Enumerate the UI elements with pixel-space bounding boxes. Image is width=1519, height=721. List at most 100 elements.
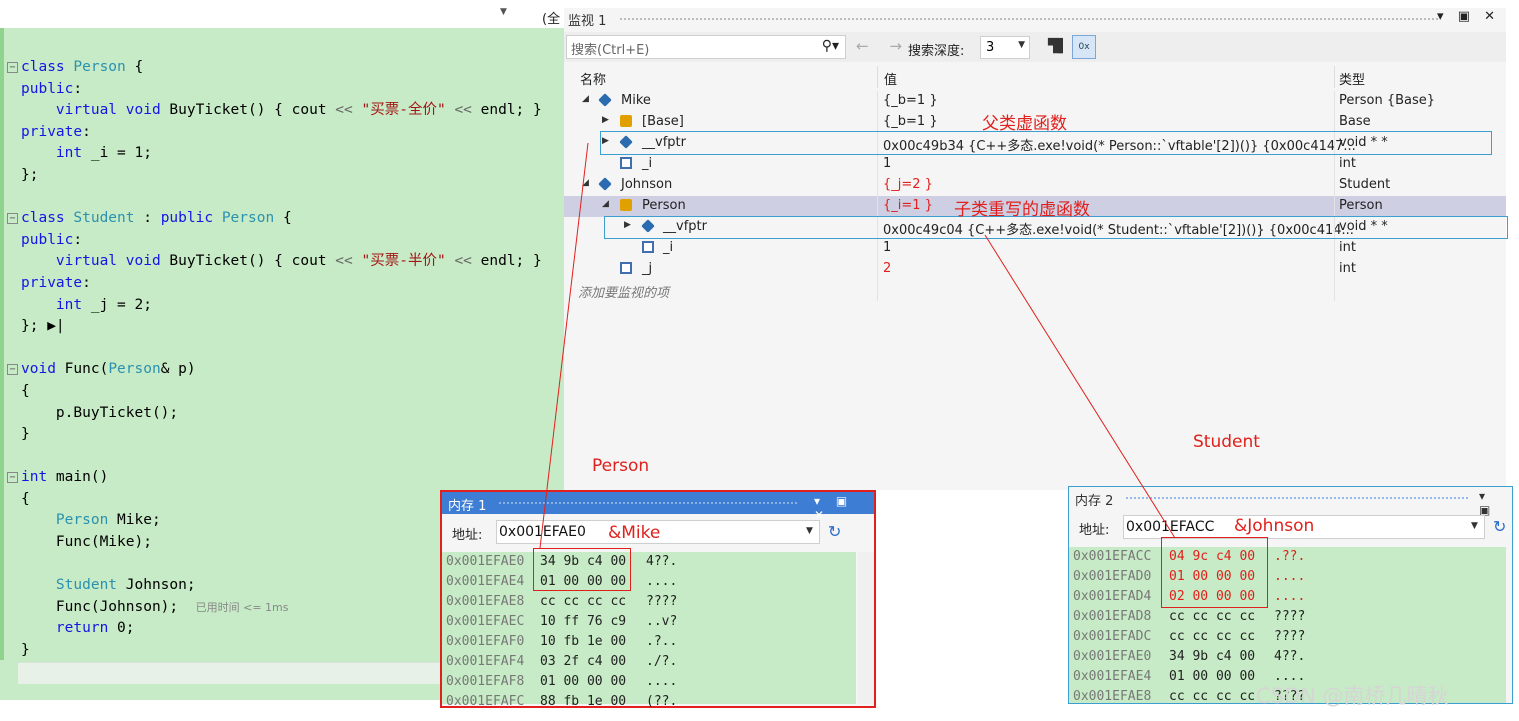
code-line[interactable]: Func(Mike);: [21, 534, 152, 551]
fold-toggle-icon[interactable]: −: [7, 62, 18, 73]
refresh-icon[interactable]: ↻: [1493, 517, 1507, 536]
refresh-icon[interactable]: ↻: [828, 522, 842, 541]
code-line[interactable]: −class Student : public Person {: [0, 208, 564, 230]
code-line[interactable]: private:: [21, 123, 91, 140]
column-type[interactable]: 类型: [1339, 73, 1366, 88]
pin-icon[interactable]: ▜▌: [1048, 39, 1068, 54]
window-buttons[interactable]: ▾ ▣ ✕: [814, 494, 854, 522]
watch-row-selected[interactable]: ◢ Person {_i=1 } Person: [564, 196, 1506, 217]
code-line[interactable]: [0, 187, 564, 209]
code-line[interactable]: return 0;: [55, 620, 135, 637]
memory-bytes[interactable]: cc cc cc cc: [1169, 689, 1256, 704]
code-line[interactable]: };: [21, 166, 39, 183]
watch-row[interactable]: ◢ Johnson {_j=2 } Student: [564, 175, 1506, 196]
code-line[interactable]: }: [21, 426, 30, 443]
watch-row-value[interactable]: {_j=2 }: [883, 177, 933, 192]
code-line[interactable]: public:: [21, 80, 83, 97]
memory-1-vertical-scrollbar[interactable]: [858, 552, 874, 704]
memory-bytes[interactable]: 03 2f c4 00: [540, 654, 627, 669]
memory-bytes[interactable]: 34 9b c4 00: [1169, 649, 1256, 664]
code-line[interactable]: virtual void BuyTicket() { cout << "买票-全…: [55, 102, 542, 119]
code-line[interactable]: }: [21, 642, 30, 659]
fold-toggle-icon[interactable]: −: [7, 364, 18, 376]
code-line[interactable]: −int main(): [0, 467, 564, 489]
memory-bytes[interactable]: cc cc cc cc: [1169, 629, 1256, 644]
code-line[interactable]: virtual void BuyTicket() { cout << "买票-半…: [55, 253, 542, 270]
watch-row-value[interactable]: 1: [883, 240, 892, 255]
chevron-down-icon[interactable]: ▼: [806, 526, 813, 536]
code-line[interactable]: Student Johnson;: [55, 577, 196, 594]
watch-row-value[interactable]: {_b=1 }: [883, 93, 938, 108]
column-value[interactable]: 值: [884, 73, 898, 88]
memory-bytes[interactable]: cc cc cc cc: [1169, 609, 1256, 624]
watch-title-bar[interactable]: 监视 1 ▾ ▣ ✕: [564, 8, 1506, 30]
watch-row[interactable]: _i 1 int: [564, 154, 1506, 175]
watch-row-value[interactable]: 0x00c49c04 {C++多态.exe!void(* Student::`v…: [883, 223, 1354, 238]
memory-bytes[interactable]: 01 00 00 00: [540, 574, 627, 589]
window-buttons[interactable]: ▾ ▣ ✕: [1437, 9, 1500, 24]
memory-bytes[interactable]: 10 ff 76 c9: [540, 614, 627, 629]
memory-1-title-bar[interactable]: 内存 1 ▾ ▣ ✕: [442, 492, 874, 522]
memory-bytes[interactable]: 01 00 00 00: [540, 674, 627, 689]
add-watch-row[interactable]: 添加要监视的项: [564, 280, 1506, 301]
memory-bytes[interactable]: 04 9c c4 00: [1169, 549, 1256, 564]
code-editor[interactable]: ▼ −class Person {public: virtual void Bu…: [0, 0, 564, 700]
expand-arrow-icon[interactable]: ▶: [624, 220, 631, 230]
memory-bytes[interactable]: 01 00 00 00: [1169, 569, 1256, 584]
expand-arrow-icon[interactable]: ▶: [602, 115, 609, 125]
watch-row[interactable]: ◢ Mike {_b=1 } Person {Base}: [564, 91, 1506, 112]
search-icon[interactable]: ⚲▾: [821, 38, 839, 54]
search-depth-select[interactable]: 3 ▼: [980, 36, 1030, 59]
collapse-arrow-icon[interactable]: ◢: [602, 199, 609, 209]
watch-row-value[interactable]: 2: [883, 261, 892, 276]
editor-scope-label[interactable]: (全: [542, 12, 561, 27]
watch-row-value[interactable]: 1: [883, 156, 892, 171]
memory-bytes[interactable]: 10 fb 1e 00: [540, 634, 627, 649]
fold-toggle-icon[interactable]: −: [7, 472, 18, 484]
hex-display-icon[interactable]: 0x: [1072, 35, 1096, 59]
column-name[interactable]: 名称: [580, 73, 607, 88]
watch-row-value[interactable]: {_b=1 }: [883, 114, 938, 129]
watch-row[interactable]: ▶ __vfptr 0x00c49c04 {C++多态.exe!void(* S…: [564, 217, 1506, 238]
code-line[interactable]: Person Mike;: [55, 512, 161, 529]
watch-row[interactable]: ▶ __vfptr 0x00c49b34 {C++多态.exe!void(* P…: [564, 133, 1506, 154]
code-line[interactable]: −class Person {: [0, 57, 564, 79]
code-line[interactable]: int _j = 2;: [55, 296, 152, 313]
expand-arrow-icon[interactable]: ▶: [602, 136, 609, 146]
chevron-down-icon[interactable]: ▼: [500, 7, 507, 17]
drag-grip[interactable]: [1125, 496, 1469, 501]
drag-grip[interactable]: [498, 501, 798, 506]
fold-toggle-icon[interactable]: −: [7, 213, 18, 225]
collapse-arrow-icon[interactable]: ◢: [582, 94, 589, 104]
add-watch-hint[interactable]: 添加要监视的项: [578, 286, 670, 301]
code-line[interactable]: [0, 446, 564, 468]
editor-horizontal-scrollbar[interactable]: [18, 662, 564, 684]
memory-2-title-bar[interactable]: 内存 2 ▾ ▣: [1069, 487, 1512, 517]
memory-bytes[interactable]: 88 fb 1e 00: [540, 694, 627, 709]
code-lines[interactable]: −class Person {public: virtual void BuyT…: [0, 57, 564, 662]
watch-row-value[interactable]: {_i=1 }: [883, 198, 933, 213]
memory-bytes[interactable]: 34 9b c4 00: [540, 554, 627, 569]
memory-bytes[interactable]: 01 00 00 00: [1169, 669, 1256, 684]
code-line[interactable]: p.BuyTicket();: [21, 404, 179, 421]
code-line[interactable]: }; ▶|: [21, 318, 65, 335]
watch-row[interactable]: ▶ [Base] {_b=1 } Base: [564, 112, 1506, 133]
collapse-arrow-icon[interactable]: ◢: [582, 178, 589, 188]
code-line[interactable]: Func(Johnson); 已用时间 <= 1ms: [21, 598, 289, 615]
